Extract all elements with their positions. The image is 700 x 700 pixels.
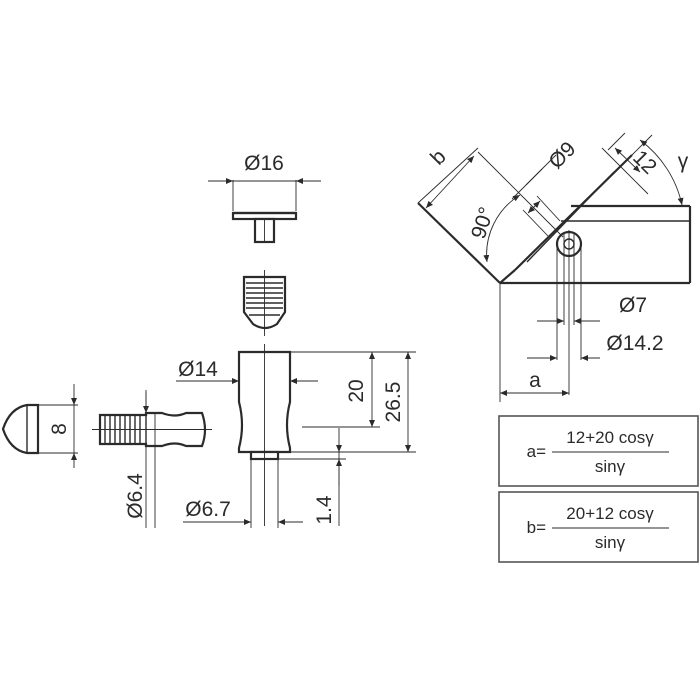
dim-body-diameter: Ø14 <box>178 358 218 381</box>
dim-nut-height: 8 <box>48 423 71 435</box>
dim-cap-diameter: Ø16 <box>244 152 284 175</box>
formula-a-lhs: a= <box>527 442 546 461</box>
horizontal-bolt <box>92 390 212 528</box>
acorn-nut <box>1 384 78 468</box>
formula-a-denominator: sinγ <box>595 457 626 476</box>
formula-box-b <box>498 491 699 563</box>
dim-a-label: a <box>529 369 541 392</box>
dim-bolt-hole-diameter: Ø7 <box>619 294 647 317</box>
formula-b-lhs: b= <box>527 518 546 537</box>
threaded-insert <box>242 270 287 336</box>
dim-gamma: γ <box>678 150 689 173</box>
dim-width-12: 12 <box>628 146 661 179</box>
dim-height-26-5: 26.5 <box>382 382 405 423</box>
dim-counterbore-diameter: Ø14.2 <box>606 332 663 355</box>
dim-pin-diameter: Ø6.7 <box>185 498 231 521</box>
dim-hole-diameter: Ø9 <box>544 137 580 173</box>
formula-a-numerator: 12+20 cosγ <box>566 428 654 447</box>
formula-box-a <box>498 415 699 487</box>
dim-height-20: 20 <box>345 379 368 402</box>
dim-right-angle: 90° <box>467 204 499 241</box>
angled-assembly <box>417 132 692 402</box>
formula-b-denominator: sinγ <box>595 533 626 552</box>
dim-b-label: b <box>426 145 451 170</box>
cap-part <box>208 178 321 244</box>
dim-bolt-diameter: Ø6.4 <box>124 473 147 519</box>
dim-offset-1-4: 1.4 <box>313 495 336 525</box>
main-body <box>176 344 416 528</box>
formula-b-numerator: 20+12 cosγ <box>566 504 654 523</box>
